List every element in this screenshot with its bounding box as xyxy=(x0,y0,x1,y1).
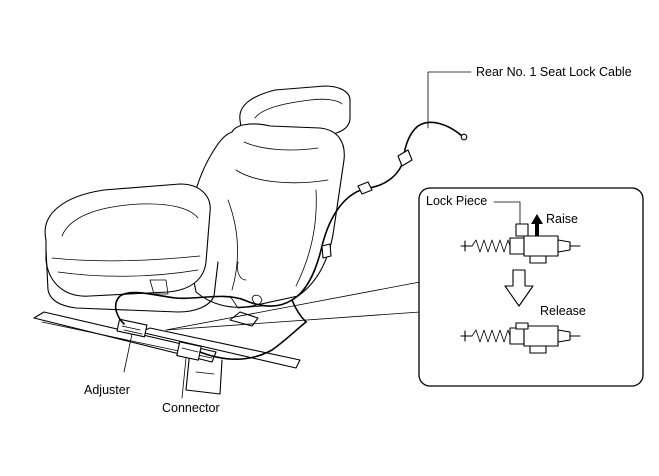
label-release: Release xyxy=(540,304,586,318)
solid-up-arrow-icon xyxy=(531,214,543,236)
adjuster-mechanism xyxy=(116,318,202,361)
leader-lock-piece xyxy=(493,201,521,225)
label-connector: Connector xyxy=(162,401,220,415)
label-lock-piece: Lock Piece xyxy=(426,194,488,208)
callout-line-upper xyxy=(165,281,421,331)
label-adjuster: Adjuster xyxy=(84,383,130,397)
leader-adjuster xyxy=(123,333,133,373)
label-rear-seat-lock-cable: Rear No. 1 Seat Lock Cable xyxy=(476,65,632,79)
hollow-down-arrow-icon xyxy=(504,269,534,307)
label-raise: Raise xyxy=(546,212,578,226)
seat-lock-cable xyxy=(114,121,468,361)
callout-line-lower xyxy=(165,311,421,331)
leader-connector xyxy=(181,357,187,399)
seatback xyxy=(187,123,345,308)
seat-rails xyxy=(33,311,301,395)
seat-cushion xyxy=(44,183,211,297)
connector-raised xyxy=(460,223,581,264)
seat xyxy=(44,85,351,313)
connector-released xyxy=(460,322,581,354)
leader-rear-cable xyxy=(427,71,472,129)
